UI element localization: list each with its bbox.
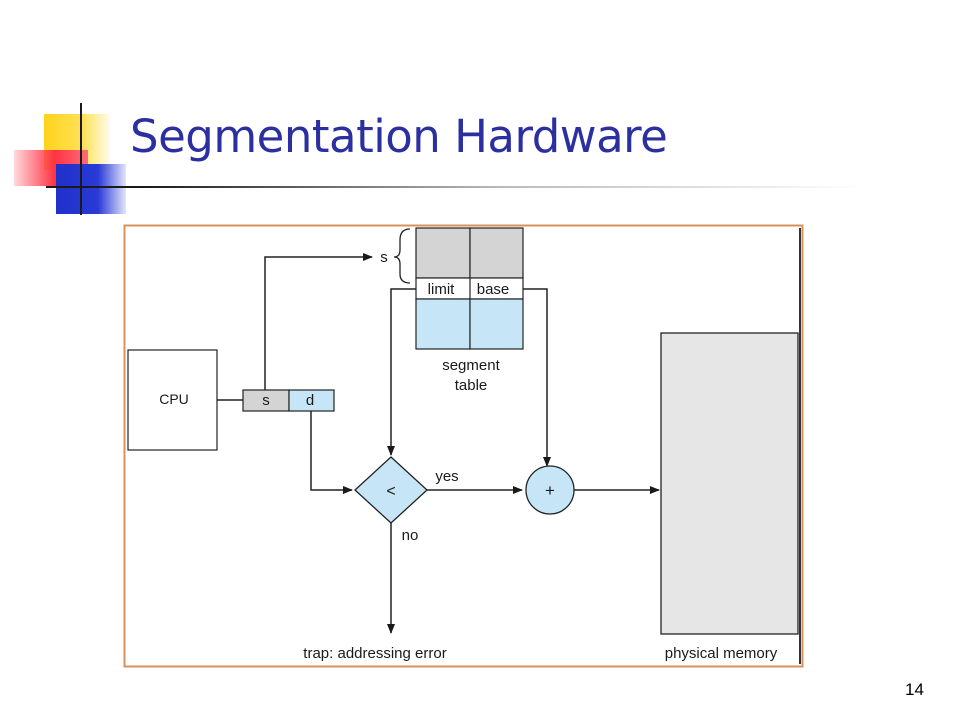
add-symbol: + — [545, 481, 555, 500]
d-to-compare-arrow — [310, 411, 353, 494]
cpu-box — [127, 349, 218, 451]
yes-label: yes — [435, 468, 458, 485]
cpu-label: CPU — [159, 391, 189, 407]
address-s-label: s — [262, 392, 270, 409]
selector-s-label: s — [380, 249, 388, 266]
address-d-label: d — [306, 392, 314, 409]
base-to-adder-arrow — [523, 288, 551, 467]
memory-label: physical memory — [665, 645, 778, 662]
segment-table-gray-right — [469, 227, 524, 279]
table-col-base: base — [477, 281, 510, 298]
table-caption-line2: table — [455, 377, 488, 394]
selector-brace — [393, 228, 411, 284]
trap-label: trap: addressing error — [303, 645, 446, 662]
slide-title: Segmentation Hardware — [130, 110, 668, 163]
segmentation-diagram: CPU s d s limit base segment table < yes… — [123, 224, 804, 668]
segment-table-gray-left — [415, 227, 471, 279]
table-col-limit: limit — [428, 281, 455, 298]
segment-table-blue-left — [415, 298, 471, 350]
decor-vertical-line — [80, 103, 82, 215]
physical-memory-box — [660, 332, 799, 635]
s-to-table-arrow — [264, 253, 373, 390]
decor-blue-square — [56, 164, 126, 214]
compare-symbol: < — [386, 483, 395, 500]
table-caption-line1: segment — [442, 357, 500, 374]
no-label: no — [402, 527, 419, 544]
limit-to-compare-arrow — [387, 288, 416, 456]
page-number: 14 — [905, 680, 924, 699]
segment-table-blue-right — [469, 298, 524, 350]
title-underline — [46, 186, 866, 188]
